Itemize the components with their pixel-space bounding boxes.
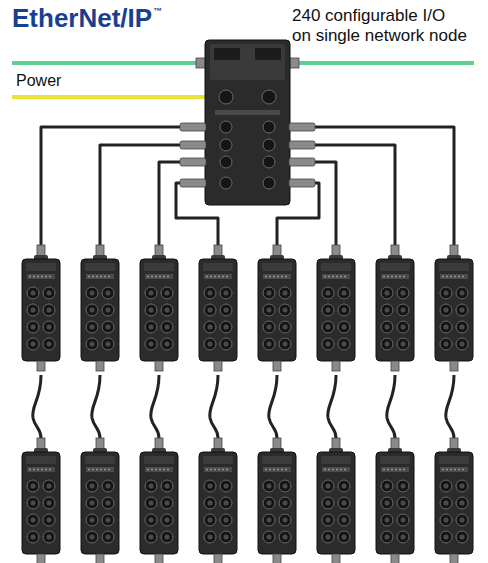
link-cables <box>33 375 454 438</box>
heading-note-box: 240 configurable I/O on single network n… <box>292 6 482 45</box>
master-hub-module <box>180 40 315 205</box>
power-label: Power <box>16 72 61 90</box>
heading-note: 240 configurable I/O on single network n… <box>292 6 482 45</box>
brand-logo-box: EtherNet/IP <box>12 4 152 34</box>
brand-logo: EtherNet/IP <box>12 4 152 34</box>
trademark-mark: ™ <box>153 6 162 16</box>
power-label-box: Power <box>16 72 61 90</box>
io-modules-row-2 <box>22 438 473 563</box>
io-modules-row-1 <box>22 245 473 371</box>
trademark-mark-box: ™ <box>153 6 162 16</box>
power-cable <box>12 92 230 102</box>
